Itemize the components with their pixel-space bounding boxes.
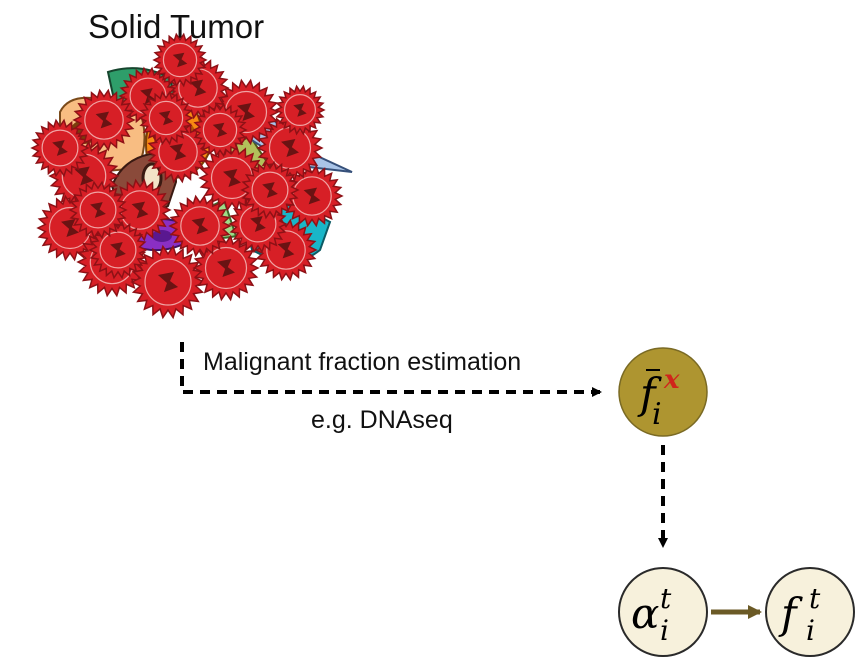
- tumor-cell-nucleus: [191, 217, 209, 235]
- tumor-cell-membrane: [202, 112, 238, 148]
- tumor-cell-nucleus: [74, 166, 94, 186]
- tumor-cell-nucleus: [212, 122, 228, 138]
- tumor-cell-membrane: [99, 231, 137, 269]
- node-fbar-circle: [618, 347, 708, 437]
- tumor-cell-nucleus: [281, 139, 299, 157]
- tumor-cell-membrane: [180, 206, 220, 246]
- tumor-malignant-cells: [30, 32, 344, 320]
- tumor-cell-nucleus: [262, 182, 278, 198]
- tumor-cell-nucleus: [250, 216, 266, 232]
- edge-sublabel: e.g. DNAseq: [311, 406, 453, 434]
- node-alpha-base: α: [631, 589, 659, 638]
- tumor-cell-nucleus: [237, 103, 255, 121]
- tumor-cell-nucleus: [217, 259, 235, 277]
- node-f: f t i: [765, 567, 855, 657]
- tumor-cell-nucleus: [169, 143, 187, 161]
- node-alpha-circle: [618, 567, 708, 657]
- tumor-cell-nucleus: [158, 110, 174, 126]
- node-alpha: α t i: [618, 567, 708, 657]
- solid-tumor-illustration: [30, 32, 353, 320]
- tumor-cell-nucleus: [293, 103, 307, 117]
- tumor-cell-membrane: [148, 100, 184, 136]
- tumor-cell-membrane: [162, 42, 198, 78]
- tumor-cell-membrane: [266, 230, 306, 270]
- tumor-cell-nucleus: [131, 201, 149, 219]
- tumor-cell-nucleus: [52, 140, 68, 156]
- tumor-cell-nucleus: [303, 187, 321, 205]
- tumor-cell-membrane: [84, 100, 124, 140]
- tumor-cell-nucleus: [157, 271, 179, 293]
- edge-label: Malignant fraction estimation: [203, 348, 522, 376]
- node-fbar: f i x: [618, 347, 708, 437]
- node-alpha-sup: t: [660, 582, 672, 615]
- node-f-sup: t: [809, 582, 821, 615]
- tumor-cell-nucleus: [189, 79, 207, 97]
- tumor-cell-nucleus: [277, 241, 295, 259]
- tumor-cell-membrane: [41, 129, 79, 167]
- estimation-edge: [180, 342, 602, 397]
- tumor-cell-nucleus: [61, 219, 79, 237]
- purple-nucleus: [152, 230, 172, 242]
- node-fbar-sub: i: [652, 397, 662, 432]
- tumor-cell-nucleus: [90, 202, 106, 218]
- tumor-cell-nucleus: [95, 111, 113, 129]
- tumor-cell-membrane: [79, 191, 117, 229]
- tumor-cell-nucleus: [172, 52, 188, 68]
- tumor-cell-membrane: [144, 258, 192, 306]
- tumor-cell-membrane: [251, 171, 289, 209]
- tumor-cell-membrane: [204, 246, 248, 290]
- node-f-sub: i: [806, 614, 815, 647]
- tumor-cell-nucleus: [110, 242, 126, 258]
- node-fbar-sup: x: [663, 365, 680, 395]
- tumor-cell-membrane: [284, 93, 317, 126]
- tumor-cell-nucleus: [223, 169, 241, 187]
- node-f-circle: [765, 567, 855, 657]
- node-alpha-sub: i: [660, 614, 669, 647]
